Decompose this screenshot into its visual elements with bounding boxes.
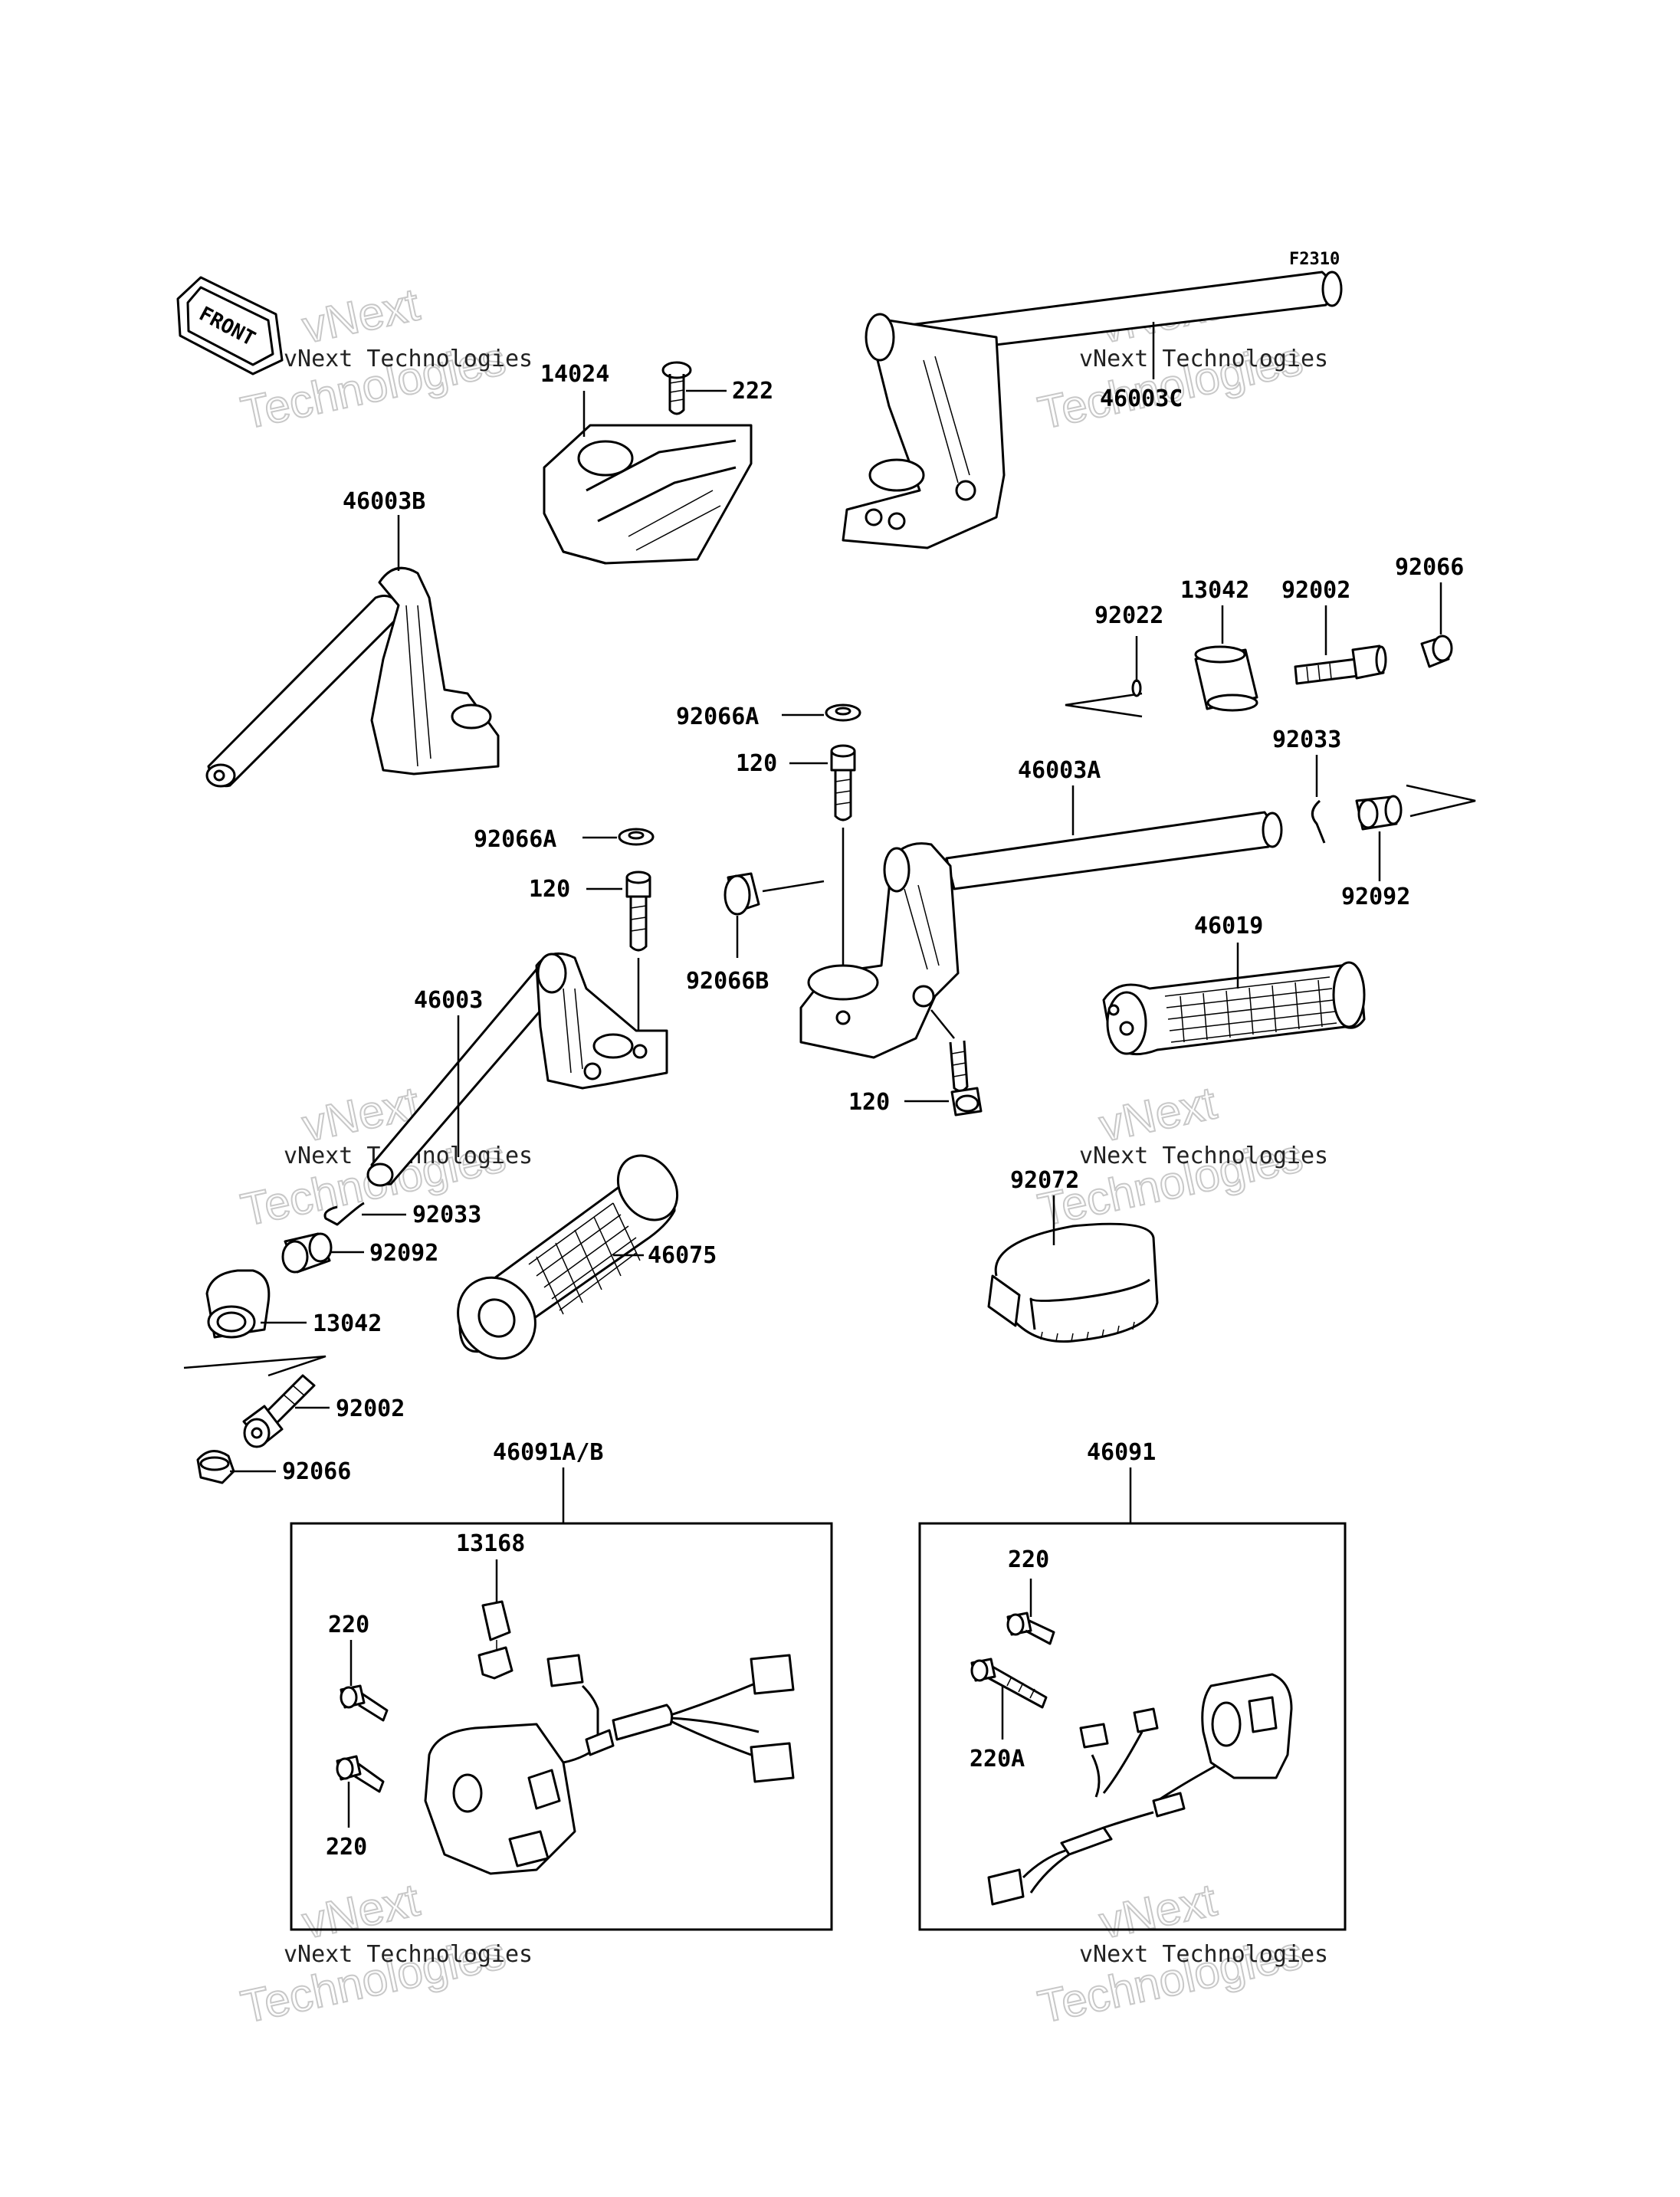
label-46003B: 46003B xyxy=(343,488,425,515)
screw-222 xyxy=(661,361,692,415)
handlebar-46003A xyxy=(799,811,1283,1059)
label-46019: 46019 xyxy=(1194,913,1263,939)
weight-13042-top xyxy=(1194,645,1258,712)
label-92066-top: 92066 xyxy=(1395,554,1464,581)
bolt-120-bottom xyxy=(949,1040,983,1117)
handlebar-46003C xyxy=(842,271,1343,549)
label-222: 222 xyxy=(732,378,773,405)
label-13042-top: 13042 xyxy=(1180,577,1249,604)
collar-92092-left xyxy=(281,1232,333,1274)
label-46075: 46075 xyxy=(648,1242,717,1269)
label-92066B: 92066B xyxy=(686,968,769,995)
watermark-mid-right: vNext Technologies vNext Technologies xyxy=(1033,1076,1328,1236)
label-92092-left: 92092 xyxy=(369,1240,438,1267)
figure-code: F2310 xyxy=(1289,250,1340,269)
label-46003C: 46003C xyxy=(1100,385,1183,412)
svg-text:vNext Technologies: vNext Technologies xyxy=(284,346,533,372)
svg-text:vNext Technologies: vNext Technologies xyxy=(1079,1941,1328,1968)
grip-46019 xyxy=(1102,961,1366,1056)
handlebar-46003B xyxy=(205,566,500,788)
bolt-92002-top xyxy=(1294,644,1387,685)
label-46003: 46003 xyxy=(414,987,483,1014)
grip-46075 xyxy=(457,1154,679,1360)
box-46091 xyxy=(918,1522,1347,1931)
label-92002-top: 92002 xyxy=(1281,577,1350,604)
label-220-c: 220 xyxy=(1008,1546,1049,1573)
clip-92033-right xyxy=(1311,799,1326,844)
washer-92022 xyxy=(1131,679,1142,697)
svg-text:vNext Technologies: vNext Technologies xyxy=(284,1941,533,1968)
bracket-14024 xyxy=(543,424,753,565)
collar-92092-right xyxy=(1355,795,1403,831)
handlebar-46003 xyxy=(366,952,668,1187)
label-92002-left: 92002 xyxy=(336,1395,405,1422)
cap-92066-top xyxy=(1420,635,1453,668)
label-92033-left: 92033 xyxy=(412,1202,481,1228)
label-220A: 220A xyxy=(970,1746,1025,1772)
band-92072 xyxy=(987,1222,1159,1343)
washer-92066A-mid xyxy=(618,828,655,846)
svg-text:vNext: vNext xyxy=(1095,1874,1221,1948)
screw-220-a xyxy=(340,1684,389,1722)
label-92066A-mid: 92066A xyxy=(474,826,556,853)
weight-13042-left xyxy=(205,1269,271,1339)
box-46091AB xyxy=(290,1522,833,1931)
bolt-120-mid xyxy=(625,871,651,952)
label-92033-right: 92033 xyxy=(1272,726,1341,753)
svg-text:vNext Technologies: vNext Technologies xyxy=(1079,1143,1328,1169)
label-92072: 92072 xyxy=(1010,1167,1079,1194)
label-120-top: 120 xyxy=(736,750,777,777)
label-46003A: 46003A xyxy=(1018,757,1101,784)
washer-92066A-top xyxy=(825,703,861,722)
cap-92066B xyxy=(724,872,760,916)
label-220-a: 220 xyxy=(328,1612,369,1638)
clip-92033-left xyxy=(323,1202,365,1226)
label-92092-right: 92092 xyxy=(1341,884,1410,910)
label-120-mid: 120 xyxy=(529,876,570,903)
label-46091AB: 46091A/B xyxy=(493,1439,604,1466)
svg-text:vNext: vNext xyxy=(298,278,424,353)
switch-13168 xyxy=(477,1600,514,1680)
label-92066A-top: 92066A xyxy=(676,703,759,730)
svg-text:vNext Technologies: vNext Technologies xyxy=(1079,346,1328,372)
watermark-bottom-left: vNext Technologies vNext Technologies xyxy=(236,1873,533,2033)
label-92066-left: 92066 xyxy=(282,1458,351,1485)
watermark-bottom-right: vNext Technologies vNext Technologies xyxy=(1033,1873,1328,2033)
label-120-bottom: 120 xyxy=(848,1089,890,1116)
svg-text:vNext: vNext xyxy=(298,1874,424,1948)
cap-92066-left xyxy=(196,1450,235,1484)
bolt-92002-left xyxy=(242,1374,316,1448)
switch-housing-left xyxy=(424,1654,795,1875)
label-92022: 92022 xyxy=(1094,602,1163,629)
front-arrow-icon: FRONT xyxy=(176,276,284,375)
label-14024: 14024 xyxy=(540,361,609,388)
label-220-b: 220 xyxy=(326,1834,367,1861)
screw-220-c xyxy=(1006,1612,1055,1645)
bolt-120-top xyxy=(830,744,856,821)
label-13042-left: 13042 xyxy=(313,1310,382,1337)
screw-220A xyxy=(970,1658,1048,1709)
switch-housing-right xyxy=(987,1673,1293,1906)
screw-220-b xyxy=(336,1755,385,1793)
label-13168: 13168 xyxy=(456,1530,525,1557)
svg-text:vNext: vNext xyxy=(1095,1077,1221,1151)
label-46091: 46091 xyxy=(1087,1439,1156,1466)
